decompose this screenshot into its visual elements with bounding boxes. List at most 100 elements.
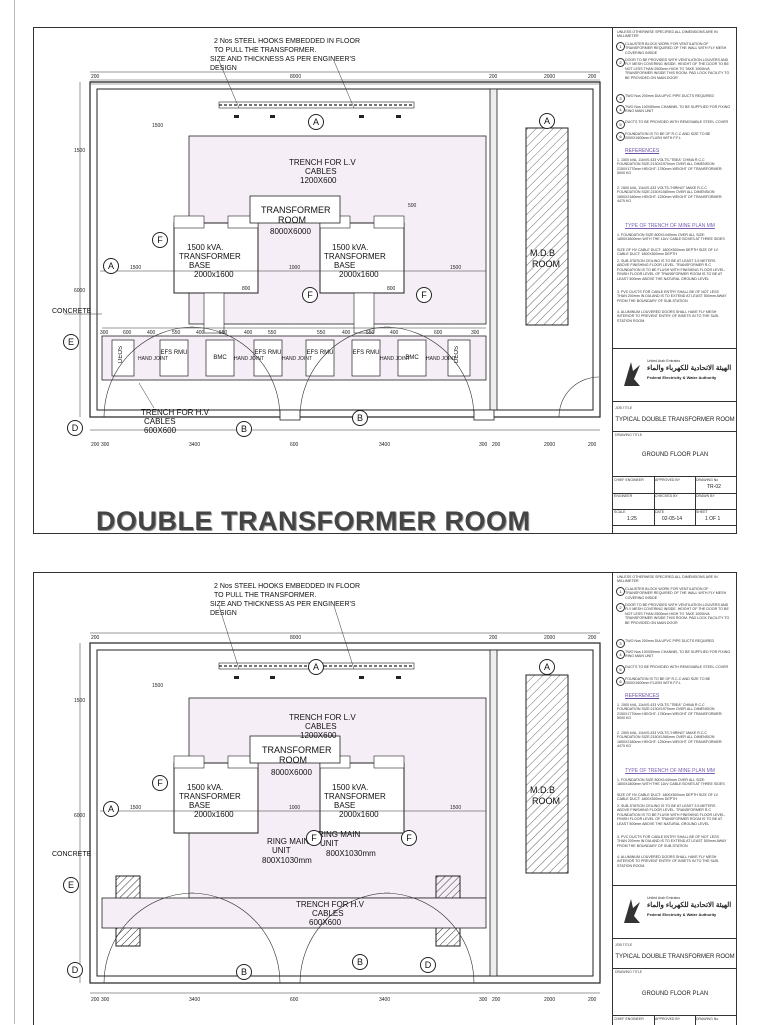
cell-bmc-1: BMC (213, 355, 227, 361)
s2-org-english-name: Federal Electricity & Water Authority (647, 912, 717, 917)
hooks-note-line-3: SIZE AND THICKNESS AS PER ENGINEER'S (210, 56, 356, 63)
s2-transformer-2-label: TRANSFORMER (324, 792, 386, 801)
s2-dim-top-1: 200 (91, 635, 100, 641)
transformer-1-size: 2000x1600 (194, 270, 234, 279)
grid-bubble-e: E (63, 334, 79, 350)
s2-note-3: TWO Nos 200mm DIA UPVC PIPE DUCTS REQUIR… (625, 639, 715, 643)
grid-cell-engineer: ENGINEER (613, 493, 655, 510)
dim-1500-left: 1500 (74, 148, 86, 154)
drawing-title-caption: DRAWING TITLE (615, 433, 643, 437)
floor-plan-lines-2 (79, 605, 601, 994)
s2-transformer-2-base: BASE (334, 801, 356, 810)
note-3-number: 3 (616, 94, 625, 103)
floor-plan-drawing-2: 2 Nos STEEL HOOKS EMBEDDED IN FLOOR TO P… (34, 573, 612, 1025)
s2-dim-bottom-8: 200 (588, 997, 597, 1003)
title-block-panel-1: UNLESS OTHERWISE SPECIFIED ALL DIMENSION… (612, 28, 737, 533)
s2-authority-logo-block: United Arab Emirates الهيئة الاتحادية لل… (613, 885, 737, 939)
s2-note-6: FOUNDATION IS TO BE OF R.C.C AND SIZE TO… (625, 677, 711, 686)
rmu-2-label: RING MAIN (318, 830, 361, 839)
org-arabic-name: الهيئة الاتحادية للكهرباء والماء (647, 365, 732, 372)
s2-reference-2: 2. 1500 kVA, 11kV/0.433 VOLTS-"HIRING" M… (617, 731, 723, 749)
s2-dim-bottom-4: 3400 (379, 997, 391, 1003)
s2-grid-bubble-b-2: B (352, 954, 368, 970)
hand-joint-3: HAND JOINT (282, 356, 312, 362)
s2-trench-note-4: 3. PVC DUCTS FOR CABLE ENTRY SHALL BE OF… (617, 835, 727, 848)
s2-dim-top-3: 200 (489, 635, 498, 641)
hand-joint-1: HAND JOINT (138, 356, 168, 362)
s2-dim-bottom-2: 3400 (189, 997, 201, 1003)
s2-reference-1: 1. 1500 kVA, 11kV/0.433 VOLTS-"TBEA" CHI… (617, 703, 723, 721)
s2-trench-note-3: 2. SUB-STATION CEILING IS TO BE AT LEAST… (617, 804, 726, 826)
dim-500: 500 (408, 203, 417, 209)
s2-job-title-row: JOB TITLE TYPICAL DOUBLE TRANSFORMER ROO… (613, 942, 737, 969)
s2-dim-bottom-5: 300 (479, 997, 488, 1003)
note-3: TWO Nos 200mm DIA UPVC PIPE DUCTS REQUIR… (625, 94, 715, 98)
note-6-number: 6 (616, 132, 625, 141)
note-general: UNLESS OTHERWISE SPECIFIED ALL DIMENSION… (617, 30, 718, 39)
rmu-1-unit: UNIT (272, 846, 291, 855)
s2-transformer-1-kva: 1500 kVA. (187, 783, 224, 792)
s2-trench-hv-label: TRENCH FOR H.V (296, 900, 364, 909)
hooks-note-line-1: 2 Nos STEEL HOOKS EMBEDDED IN FLOOR (214, 38, 360, 45)
cell-efs-rmu-4: EFS RMU (352, 350, 380, 356)
s2-trench-hv-label-2: CABLES (312, 909, 344, 918)
dim-1500-mid: 1500 (130, 265, 142, 271)
dim-row-5: 550 (219, 330, 228, 336)
title-block-panel-2: UNLESS OTHERWISE SPECIFIED ALL DIMENSION… (612, 573, 737, 1025)
authority-logo-block: United Arab Emirates الهيئة الاتحادية لل… (613, 348, 737, 402)
trench-lv-label-2: CABLES (305, 167, 337, 176)
drawing-sheet-1: 2 Nos STEEL HOOKS EMBEDDED IN FLOOR TO P… (33, 27, 737, 536)
dim-row-1: 600 (123, 330, 132, 336)
dim-800-1: 800 (242, 286, 251, 292)
dim-bottom-4: 3400 (379, 442, 391, 448)
s2-dim-bottom-0: 200 (91, 997, 100, 1003)
s2-grid-cell-approved-by: APPROVED BY (654, 1016, 696, 1025)
trench-hv-size: 600X600 (144, 426, 177, 435)
s2-job-title-value: TYPICAL DOUBLE TRANSFORMER ROOM (615, 954, 735, 960)
org-country: United Arab Emirates (647, 359, 681, 363)
s2-drawing-title-value: GROUND FLOOR PLAN (641, 991, 709, 997)
s2-hooks-note-3: SIZE AND THICKNESS AS PER ENGINEER'S (210, 601, 356, 608)
grid-bubble-b-2: B (352, 410, 368, 426)
transformer-room-label: TRANSFORMER (261, 205, 331, 215)
s2-grid-cell-drawing-no: DRAWING No (695, 1016, 737, 1025)
cell-efs-rmu-1: EFS RMU (160, 350, 188, 356)
trench-note-5: 4. ALUMINUM LOUVERED DOORS SHALL HAVE FL… (617, 310, 720, 323)
dim-bottom-0: 200 (91, 442, 100, 448)
note-4-number: 4 (616, 105, 625, 114)
grid-bubble-d: D (67, 420, 83, 436)
rmu-1-label: RING MAIN (267, 837, 310, 846)
dim-bottom-3: 600 (290, 442, 299, 448)
trench-lv-label: TRENCH FOR L.V (289, 158, 356, 167)
floor-plan-drawing: 2 Nos STEEL HOOKS EMBEDDED IN FLOOR TO P… (34, 28, 612, 536)
grid-bubble-a-left: A (103, 258, 119, 274)
grid-bubble-f-1: F (152, 232, 168, 248)
dim-1500-mid-right: 1500 (450, 265, 462, 271)
transformer-1-kva: 1500 kVA. (187, 243, 224, 252)
s2-grid-bubble-f-1: F (152, 775, 168, 791)
s2-org-country: United Arab Emirates (647, 896, 681, 900)
trench-lv-size: 1200X600 (300, 176, 337, 185)
s2-org-arabic-name: الهيئة الاتحادية للكهرباء والماء (647, 902, 732, 909)
s2-note-6-number: 6 (616, 677, 625, 686)
s2-dim-bottom-6: 200 (492, 997, 501, 1003)
mdb-room-label-2: ROOM (532, 259, 560, 269)
s2-dim-bottom-1: 300 (101, 997, 110, 1003)
dim-row-12: 600 (434, 330, 443, 336)
s2-trench-heading: TYPE OF TRENCH OF MINE PLAN MM (625, 768, 715, 774)
s2-trench-lv-label-2: CABLES (305, 722, 337, 731)
s2-drawing-title-caption: DRAWING TITLE (615, 970, 643, 974)
transformer-1-label: TRANSFORMER (179, 252, 241, 261)
drawing-title-row: DRAWING TITLE GROUND FLOOR PLAN (613, 432, 737, 477)
reference-2: 2. 1500 kVA, 11kV/0.433 VOLTS-"HIRING" M… (617, 186, 723, 204)
s2-mdb-room-label: M.D.B (530, 785, 556, 795)
s2-dim-6000-left: 6000 (74, 813, 86, 819)
grid-cell-drawn-by: DRAWN BY (695, 493, 737, 510)
dim-bottom-8: 200 (588, 442, 597, 448)
s2-drawing-title-row: DRAWING TITLE GROUND FLOOR PLAN (613, 969, 737, 1016)
s2-dim-1500-left: 1500 (74, 698, 86, 704)
s2-grid-bubble-d-left: D (67, 962, 83, 978)
grid-cell-checked-by: CHECKED BY (654, 493, 696, 510)
